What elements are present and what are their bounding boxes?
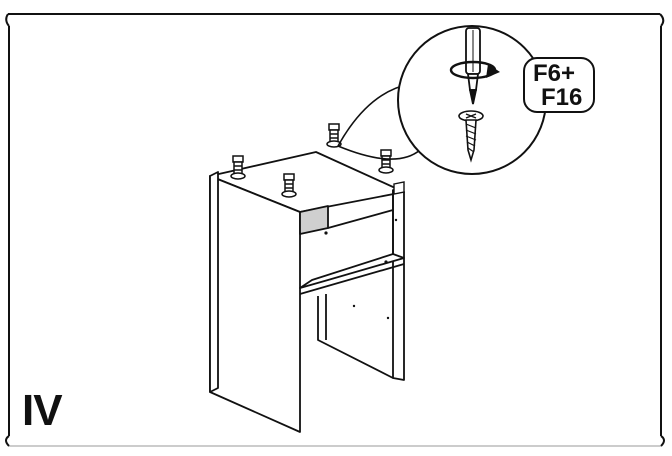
part-code-line2: F16 [541,84,583,111]
corner-bracket [393,181,405,195]
part-code-line1: F6+ [533,60,576,87]
cabinet-body [209,151,405,433]
cabinet-holes [324,218,398,320]
parts-badge: F6+ F16 [523,57,595,113]
rotate-arrow-icon [449,60,500,80]
step-numeral: IV [22,386,63,435]
wood-screw-icon [458,110,484,163]
cabinet-leg-icon [230,123,394,198]
page-frame [5,13,665,447]
